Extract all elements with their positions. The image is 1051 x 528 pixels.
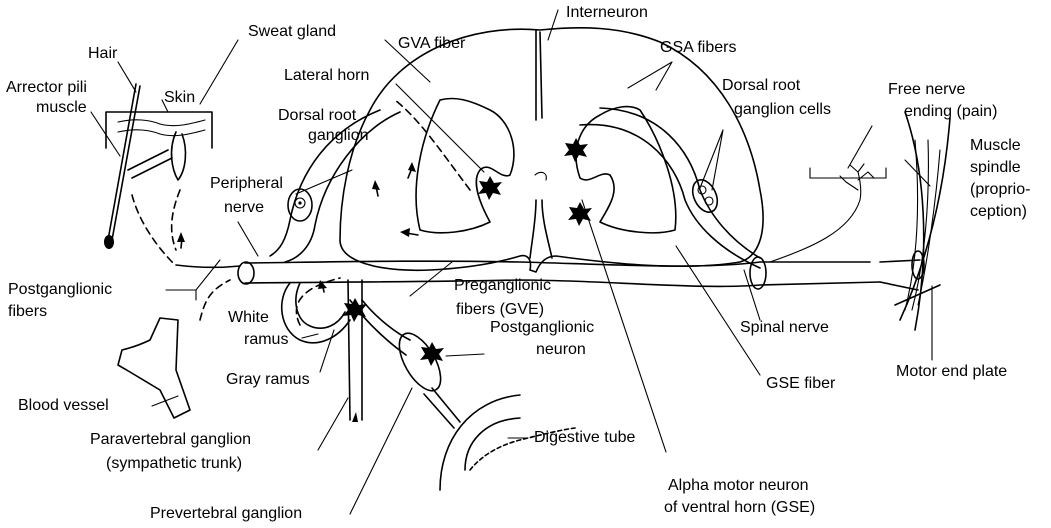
label-gva-fiber: GVA fiber	[398, 34, 465, 53]
label-peripheral-nerve: Peripheral	[210, 174, 283, 193]
label-paravertebral-2: (sympathetic trunk)	[106, 454, 242, 473]
label-postganglionic-fibers-2: fibers	[8, 302, 47, 321]
label-preganglionic-2: fibers (GVE)	[456, 300, 544, 319]
label-free-nerve: Free nerve	[888, 80, 965, 99]
label-hair: Hair	[88, 44, 117, 63]
label-white-ramus-2: ramus	[244, 330, 288, 349]
label-preganglionic: Preganglionic	[454, 276, 551, 295]
label-postganglionic-neuron: Postganglionic	[490, 318, 594, 337]
muscle	[895, 112, 950, 330]
label-motor-end-plate: Motor end plate	[896, 362, 1007, 381]
label-muscle-spindle-4: ception)	[970, 202, 1027, 221]
label-postganglionic-fibers: Postganglionic	[8, 280, 112, 299]
spinal-cord	[340, 28, 763, 272]
label-arrector-pili-muscle: muscle	[36, 98, 87, 117]
right-dorsal-root	[580, 108, 760, 268]
label-sweat-gland: Sweat gland	[248, 22, 336, 41]
label-paravertebral: Paravertebral ganglion	[90, 430, 251, 449]
label-lateral-horn: Lateral horn	[284, 66, 369, 85]
label-muscle-spindle: Muscle	[970, 136, 1021, 155]
label-white-ramus: White	[228, 308, 269, 327]
label-gray-ramus: Gray ramus	[226, 370, 310, 389]
label-digestive-tube: Digestive tube	[534, 428, 635, 447]
label-peripheral-nerve-2: nerve	[224, 198, 264, 217]
gray-matter	[416, 98, 676, 232]
label-dorsal-root-ganglion-2: ganglion	[308, 126, 369, 145]
label-drg-cells-2: ganglion cells	[734, 100, 831, 119]
label-gse-fiber: GSE fiber	[766, 374, 835, 393]
label-spinal-nerve: Spinal nerve	[740, 318, 829, 337]
label-interneuron: Interneuron	[566, 3, 648, 22]
label-postganglionic-neuron-2: neuron	[536, 340, 586, 359]
label-arrector-pili: Arrector pili	[6, 78, 87, 97]
label-dorsal-root-ganglion: Dorsal root	[278, 106, 356, 125]
label-alpha-motor: Alpha motor neuron	[668, 476, 809, 495]
label-muscle-spindle-2: spindle	[970, 158, 1021, 177]
label-drg-cells: Dorsal root	[722, 76, 800, 95]
label-prevertebral: Prevertebral ganglion	[150, 504, 302, 523]
label-muscle-spindle-3: (proprio-	[970, 180, 1030, 199]
label-alpha-motor-2: of ventral horn (GSE)	[664, 498, 815, 517]
label-blood-vessel: Blood vessel	[18, 396, 109, 415]
label-gsa-fibers: GSA fibers	[660, 38, 736, 57]
label-free-nerve-2: ending (pain)	[904, 102, 997, 121]
label-skin: Skin	[164, 88, 195, 107]
